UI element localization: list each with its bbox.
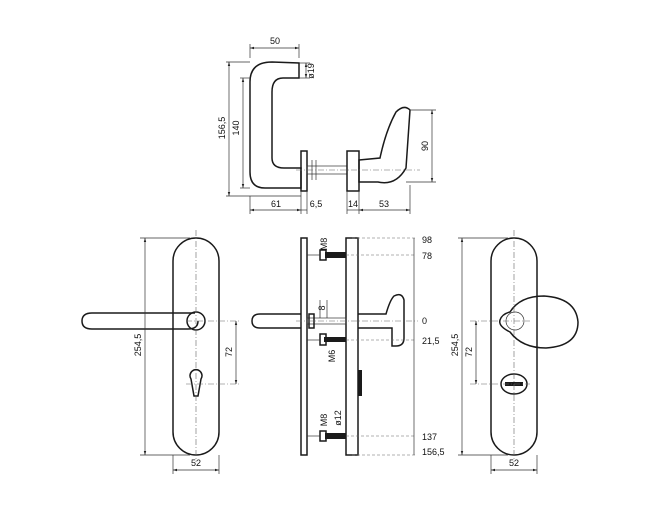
rose-plate-right (346, 150, 360, 192)
side-view: 98 78 0 21,5 137 156,5 M8 8 M6 M8 ø12 (251, 235, 445, 457)
side-lever-left (251, 313, 301, 329)
level-21-5: 21,5 (422, 336, 440, 346)
dim-90: 90 (420, 141, 430, 151)
screw-top (307, 249, 346, 261)
label-m6: M6 (327, 350, 337, 363)
screw-bottom (307, 430, 346, 442)
handle-knob-profile (358, 106, 411, 184)
front-dim-254-5: 254,5 (133, 334, 143, 357)
back-knob (498, 295, 579, 349)
dim-dia-19: ø19 (306, 63, 316, 79)
back-view: 254,5 72 52 (450, 230, 579, 474)
top-view: 50 ø19 156,5 140 90 61 6,5 14 (217, 36, 436, 214)
dim-61: 61 (271, 199, 281, 209)
dim-14: 14 (348, 199, 358, 209)
back-dim-72: 72 (464, 347, 474, 357)
side-lever-right (358, 293, 405, 347)
front-cylinder-cutout (189, 369, 203, 397)
dim-6-5: 6,5 (310, 199, 323, 209)
front-view: 254,5 72 52 (81, 230, 240, 474)
front-lever (81, 312, 199, 330)
side-plate-right (345, 237, 359, 456)
dim-53: 53 (379, 199, 389, 209)
dim-156-5: 156,5 (217, 117, 227, 140)
label-spindle-8: 8 (317, 305, 327, 310)
dim-50: 50 (270, 36, 280, 46)
back-dim-254-5: 254,5 (450, 334, 460, 357)
back-dim-52: 52 (509, 458, 519, 468)
front-dim-52: 52 (191, 458, 201, 468)
side-plate-left (300, 237, 308, 456)
screw-middle (307, 333, 346, 346)
level-78: 78 (422, 251, 432, 261)
dim-140: 140 (231, 120, 241, 135)
level-156-5: 156,5 (422, 447, 445, 457)
level-137: 137 (422, 432, 437, 442)
label-m8-bottom: M8 (319, 414, 329, 427)
side-cylinder-block (358, 370, 362, 396)
front-dim-72: 72 (224, 347, 234, 357)
label-dia-12: ø12 (333, 410, 343, 426)
level-98: 98 (422, 235, 432, 245)
label-m8-top: M8 (319, 238, 329, 251)
handle-lever-profile (249, 61, 302, 189)
level-0: 0 (422, 316, 427, 326)
rose-plate-left (300, 150, 308, 192)
